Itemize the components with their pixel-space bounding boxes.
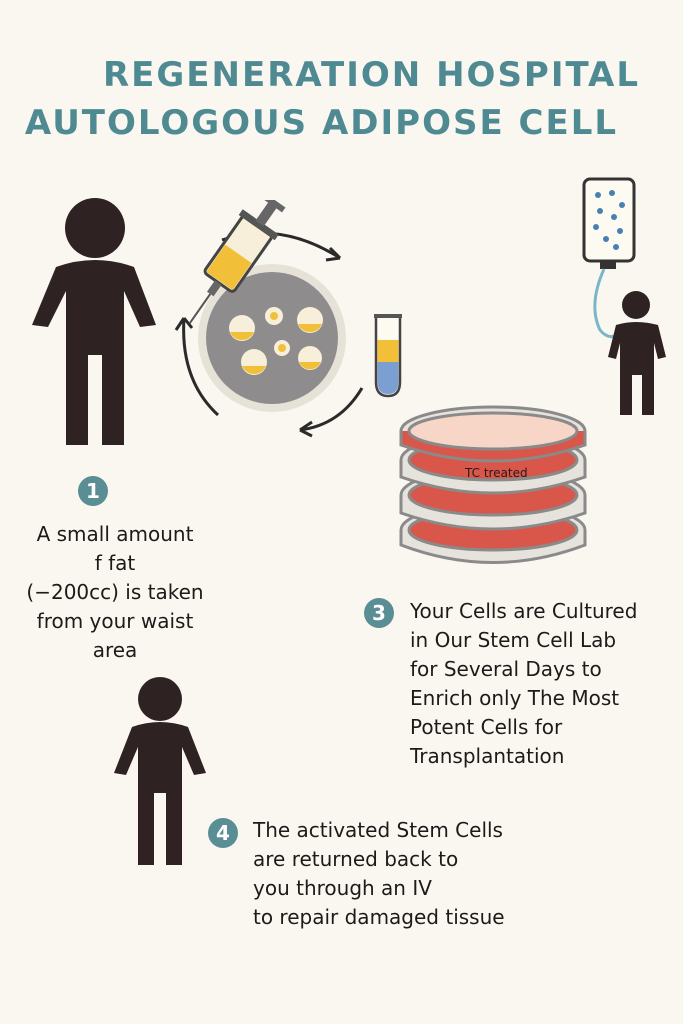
processing-cycle-illustration bbox=[174, 200, 364, 438]
step-1-badge: 1 bbox=[78, 476, 108, 506]
iv-bag-icon bbox=[582, 177, 666, 415]
title-line-2: AUTOLOGOUS ADIPOSE CELL bbox=[24, 103, 619, 143]
step-1-text: A small amount f fat (−200cc) is taken f… bbox=[26, 522, 204, 662]
syringe-icon bbox=[188, 200, 286, 325]
step-4-text: The activated Stem Cells are returned ba… bbox=[253, 818, 505, 929]
person-icon-large bbox=[32, 198, 156, 445]
step-3-text: Your Cells are Cultured in Our Stem Cell… bbox=[410, 599, 638, 768]
dish-label: TC treated bbox=[464, 466, 528, 480]
person-icon-step-4 bbox=[114, 677, 206, 865]
person-icon-patient bbox=[608, 291, 666, 415]
step-3-badge: 3 bbox=[364, 598, 394, 628]
test-tube-icon bbox=[374, 314, 402, 398]
culture-dish-stack-icon: TC treated bbox=[399, 405, 587, 564]
title-line-1: REGENERATION HOSPITAL bbox=[102, 55, 641, 95]
step-4-badge: 4 bbox=[208, 818, 238, 848]
petri-dish-icon bbox=[198, 264, 346, 412]
